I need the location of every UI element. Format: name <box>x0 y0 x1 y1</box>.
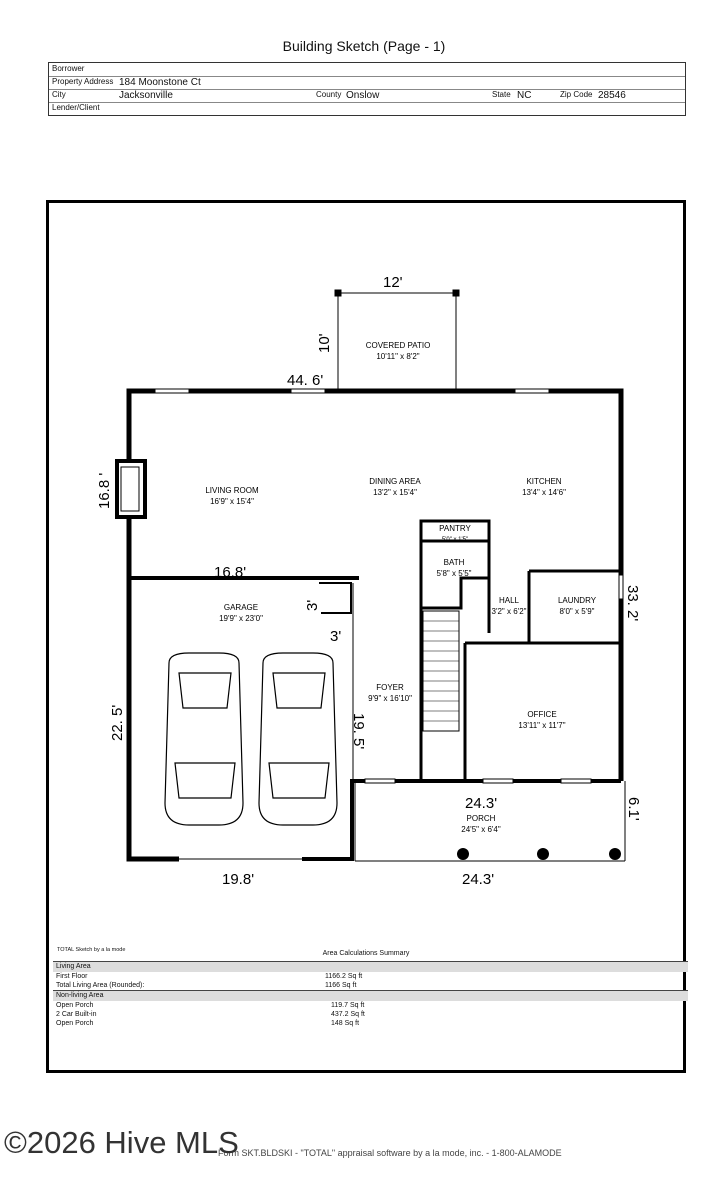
summary-row-value: 1166.2 Sq ft <box>325 973 363 980</box>
summary-row: Open Porch 119.7 Sq ft <box>53 1001 688 1010</box>
state-value: NC <box>517 90 532 101</box>
dim-garage-bottom: 19.8' <box>222 871 254 888</box>
footer-text: Form SKT.BLDSKI - "TOTAL" appraisal soft… <box>218 1148 562 1158</box>
summary-row: Open Porch 148 Sq ft <box>53 1019 688 1028</box>
summary-row-label: Total Living Area (Rounded): <box>56 982 145 989</box>
lender-row: Lender/Client <box>49 102 685 115</box>
room-garage-size: 19'9" x 23'0" <box>219 614 263 623</box>
dim-garage-left: 22. 5' <box>109 705 126 741</box>
building-sketch: 12' 10' 44. 6' 16.8 ' 16.8' 3' 3' 22. 5'… <box>46 200 688 1073</box>
dim-patio-width: 12' <box>383 274 403 291</box>
zip-value: 28546 <box>598 90 626 101</box>
living-area-header: Living Area <box>53 961 688 972</box>
dim-step-v: 3' <box>304 600 321 611</box>
dim-foyer: 19. 5' <box>350 713 367 749</box>
summary-row-label: Open Porch <box>56 1020 94 1027</box>
room-garage-name: GARAGE <box>224 603 258 612</box>
city-label: City <box>52 90 66 99</box>
dim-patio-depth: 10' <box>316 333 333 353</box>
lender-label: Lender/Client <box>52 103 100 112</box>
dim-left: 16.8 ' <box>96 473 113 509</box>
city-value: Jacksonville <box>119 90 173 101</box>
zip-label: Zip Code <box>560 90 593 99</box>
room-hall-name: HALL <box>499 596 520 605</box>
room-hall-size: 3'2" x 6'2" <box>492 607 527 616</box>
room-foyer-name: FOYER <box>376 683 404 692</box>
county-value: Onslow <box>346 90 380 101</box>
room-bath-name: BATH <box>444 558 465 567</box>
dim-garage-top: 16.8' <box>214 564 246 581</box>
room-patio-name: COVERED PATIO <box>366 341 431 350</box>
dim-top: 44. 6' <box>287 372 323 389</box>
city-row: City Jacksonville County Onslow State NC… <box>49 89 685 103</box>
room-bath-size: 5'8" x 5'5" <box>437 569 472 578</box>
room-kitchen-size: 13'4" x 14'6" <box>522 488 566 497</box>
nonliving-area-header: Non-living Area <box>53 990 688 1001</box>
sketch-credit: TOTAL Sketch by a la mode <box>57 947 126 953</box>
address-value: 184 Moonstone Ct <box>119 77 201 88</box>
floor-plan: 12' 10' 44. 6' 16.8 ' 16.8' 3' 3' 22. 5'… <box>96 274 642 888</box>
room-porch-name: PORCH <box>467 814 496 823</box>
page-title: Building Sketch (Page - 1) <box>282 38 446 54</box>
state-label: State <box>492 90 511 99</box>
address-label: Property Address <box>52 77 114 86</box>
summary-row-label: 2 Car Built-in <box>56 1011 97 1018</box>
area-summary: Living Area First Floor 1166.2 Sq ft Tot… <box>53 961 688 1028</box>
room-pantry-name: PANTRY <box>439 524 471 533</box>
room-dining-name: DINING AREA <box>369 477 421 486</box>
summary-row: 2 Car Built-in 437.2 Sq ft <box>53 1010 688 1019</box>
dim-step-h: 3' <box>330 628 341 645</box>
room-porch-size: 24'5" x 6'4" <box>461 825 501 834</box>
dim-porch-bottom: 24.3' <box>462 871 494 888</box>
dim-porch-right: 6.1' <box>625 797 642 821</box>
summary-row-label: Open Porch <box>56 1002 94 1009</box>
room-kitchen-name: KITCHEN <box>526 477 561 486</box>
room-living-name: LIVING ROOM <box>205 486 259 495</box>
property-info-table: Borrower Property Address 184 Moonstone … <box>48 62 686 116</box>
summary-row: First Floor 1166.2 Sq ft <box>53 972 688 981</box>
summary-row: Total Living Area (Rounded): 1166 Sq ft <box>53 981 688 990</box>
address-row: Property Address 184 Moonstone Ct <box>49 76 685 90</box>
watermark: ©2026 Hive MLS <box>4 1125 239 1160</box>
summary-row-value: 437.2 Sq ft <box>331 1011 365 1018</box>
summary-row-value: 119.7 Sq ft <box>331 1002 365 1009</box>
summary-row-value: 1166 Sq ft <box>325 982 357 989</box>
room-living-size: 16'9" x 15'4" <box>210 497 254 506</box>
room-office-size: 13'11" x 11'7" <box>518 721 565 730</box>
room-patio-size: 10'11" x 8'2" <box>376 352 419 361</box>
room-pantry-size: 5'0" x 1'5" <box>442 537 468 543</box>
dim-right: 33. 2' <box>624 585 641 621</box>
dim-porch-top: 24.3' <box>465 795 497 812</box>
county-label: County <box>316 90 342 99</box>
summary-row-label: First Floor <box>56 973 88 980</box>
room-office-name: OFFICE <box>527 710 556 719</box>
room-foyer-size: 9'9" x 16'10" <box>368 694 412 703</box>
borrower-row: Borrower <box>49 63 685 77</box>
room-laundry-name: LAUNDRY <box>558 596 597 605</box>
summary-row-value: 148 Sq ft <box>331 1020 360 1027</box>
borrower-label: Borrower <box>52 64 85 73</box>
summary-title: Area Calculations Summary <box>322 950 410 957</box>
room-dining-size: 13'2" x 15'4" <box>373 488 417 497</box>
room-laundry-size: 8'0" x 5'9" <box>560 607 595 616</box>
